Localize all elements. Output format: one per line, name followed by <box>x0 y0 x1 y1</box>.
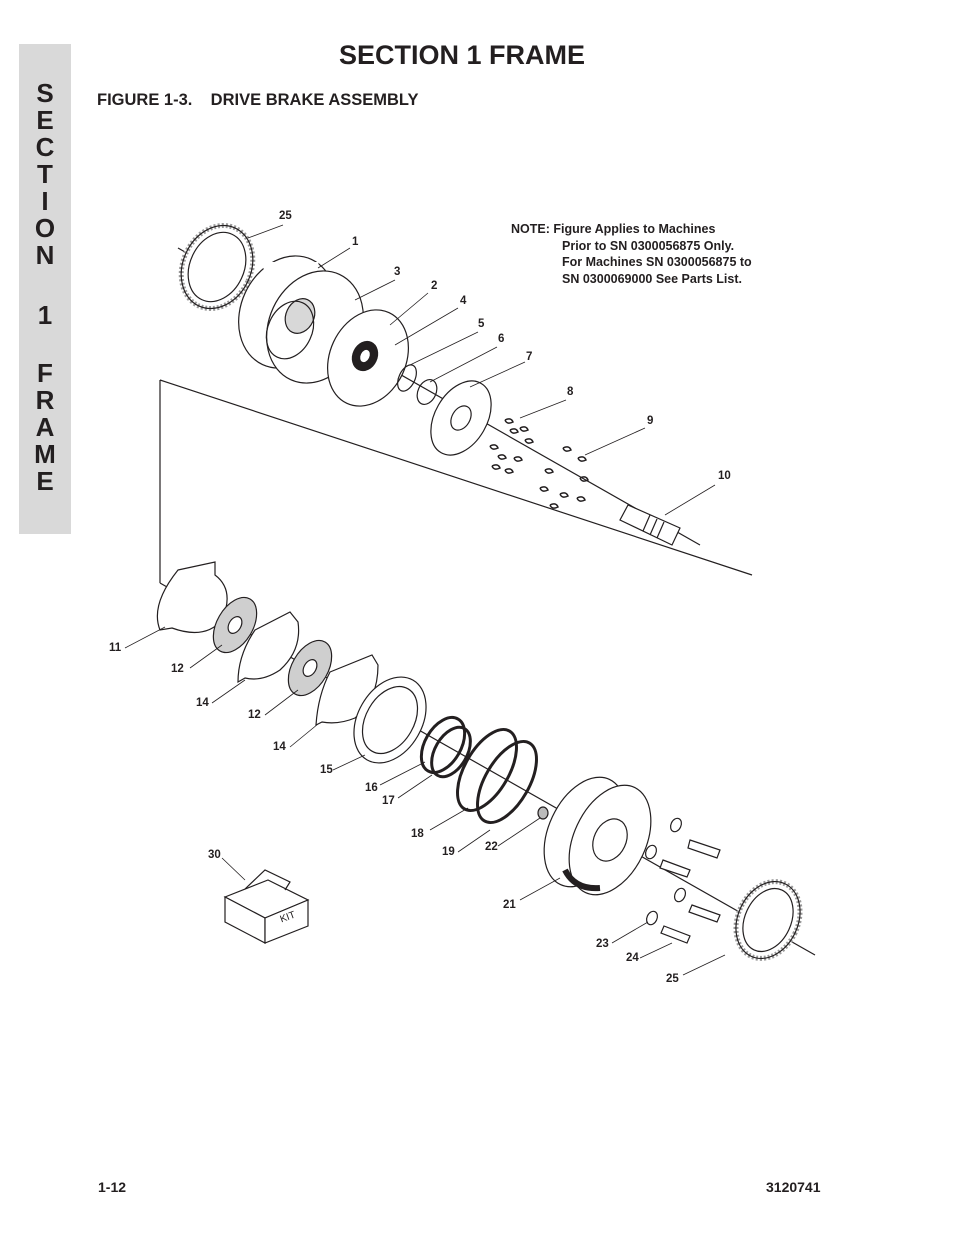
side-tab-letter: R <box>35 385 55 415</box>
section-side-tab: S E C T I O N 1 F R A M E <box>19 44 71 534</box>
springs-group-8 <box>489 418 534 474</box>
springs-group-9 <box>539 446 589 509</box>
note-line: For Machines SN 0300056875 to <box>562 255 752 269</box>
callout-21: 21 <box>503 899 516 911</box>
piston <box>353 676 427 764</box>
callout-25: 25 <box>666 973 679 985</box>
stator-plate <box>237 611 300 684</box>
washer-ring <box>416 379 438 405</box>
cover-plate <box>326 309 410 407</box>
callout-19: 19 <box>442 846 455 858</box>
callout-4: 4 <box>460 295 467 307</box>
snap-ring <box>397 364 417 392</box>
spring-plate <box>430 380 492 456</box>
figure-title: FIGURE 1-3. DRIVE BRAKE ASSEMBLY <box>97 91 419 109</box>
callout-5: 5 <box>478 318 485 330</box>
callout-15: 15 <box>320 764 333 776</box>
note-line: NOTE: Figure Applies to Machines <box>511 222 716 236</box>
callout-30: 30 <box>208 849 221 861</box>
callout-8: 8 <box>567 386 574 398</box>
side-tab-letter: C <box>35 132 55 162</box>
callout-14: 14 <box>196 697 209 709</box>
side-tab-letter: S <box>36 78 54 108</box>
side-tab-letter: A <box>35 412 55 442</box>
callout-22: 22 <box>485 841 498 853</box>
document-number: 3120741 <box>766 1179 821 1195</box>
callout-16: 16 <box>365 782 378 794</box>
side-tab-letter: 1 <box>37 300 53 330</box>
callout-1: 1 <box>352 236 359 248</box>
section-title: SECTION 1 FRAME <box>338 40 586 70</box>
side-tab-letter: E <box>36 105 54 135</box>
callout-2: 2 <box>431 280 438 292</box>
leader-lines <box>124 224 726 976</box>
friction-disc <box>212 596 258 654</box>
callout-18: 18 <box>411 828 424 840</box>
callout-3: 3 <box>394 266 401 278</box>
callout-24: 24 <box>626 952 639 964</box>
side-tab-letter: T <box>37 159 53 189</box>
friction-disc <box>287 639 333 697</box>
o-ring <box>419 716 467 774</box>
side-tab-letter: N <box>35 240 55 270</box>
side-tab-letter: F <box>37 358 53 388</box>
explode-bracket-top <box>159 379 753 576</box>
note-line: SN 0300069000 See Parts List. <box>562 271 742 286</box>
side-tab-letter: I <box>41 186 49 216</box>
gasket-top <box>178 222 256 312</box>
callout-6: 6 <box>498 333 505 345</box>
callout-7: 7 <box>526 351 533 363</box>
o-ring <box>430 725 472 779</box>
gasket-bottom <box>733 879 803 961</box>
side-tab-letter: O <box>34 213 56 243</box>
stator-plate <box>156 561 228 634</box>
callout-23: 23 <box>596 938 609 950</box>
page-number: 1-12 <box>98 1179 127 1195</box>
callout-14: 14 <box>273 741 286 753</box>
callout-11: 11 <box>109 642 122 654</box>
kit-box <box>223 869 310 944</box>
figure-note: NOTE: Figure Applies to Machines Prior t… <box>511 221 752 287</box>
callout-17: 17 <box>382 795 395 807</box>
callout-25: 25 <box>279 210 292 222</box>
o-ring-large <box>456 728 518 812</box>
callout-12: 12 <box>171 663 184 675</box>
bolts <box>644 817 721 944</box>
drive-shaft <box>619 504 681 546</box>
o-ring-large <box>476 740 538 824</box>
side-tab-letter: E <box>36 466 54 496</box>
side-tab-letter: M <box>34 439 56 469</box>
callout-12: 12 <box>248 709 261 721</box>
callout-10: 10 <box>718 470 731 482</box>
note-line: Prior to SN 0300056875 Only. <box>562 238 735 253</box>
callout-9: 9 <box>647 415 654 427</box>
plug <box>537 806 549 820</box>
brake-body <box>543 776 652 896</box>
